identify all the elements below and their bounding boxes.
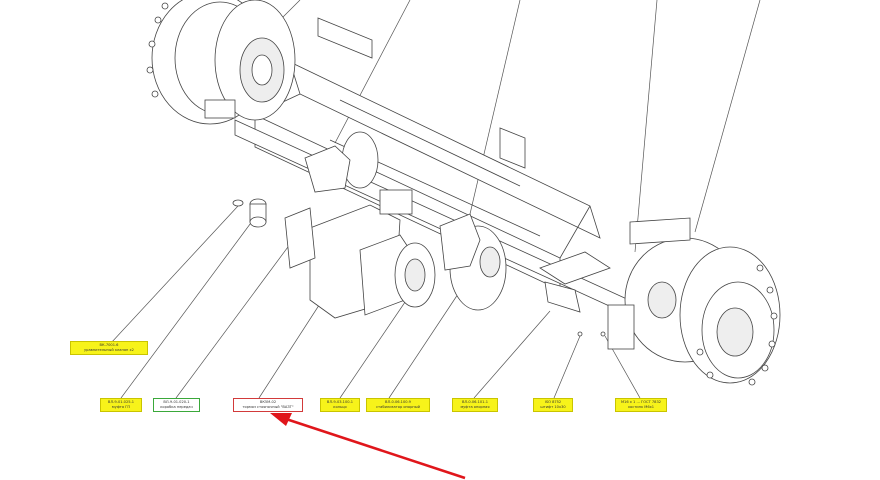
leader-line <box>175 227 303 399</box>
gearbox <box>284 189 436 319</box>
leader-line <box>334 0 411 144</box>
leader-line <box>120 211 260 399</box>
left-wheel-hub <box>146 0 296 125</box>
right-wheel-hub <box>607 217 781 386</box>
leader-line <box>634 0 658 253</box>
leader-line <box>110 205 239 344</box>
leader-line <box>388 281 467 399</box>
leader-line <box>553 335 581 399</box>
leader-line <box>473 310 551 399</box>
axle-drawing <box>146 0 781 386</box>
red-arrow <box>270 413 466 480</box>
leader-line <box>694 0 761 233</box>
